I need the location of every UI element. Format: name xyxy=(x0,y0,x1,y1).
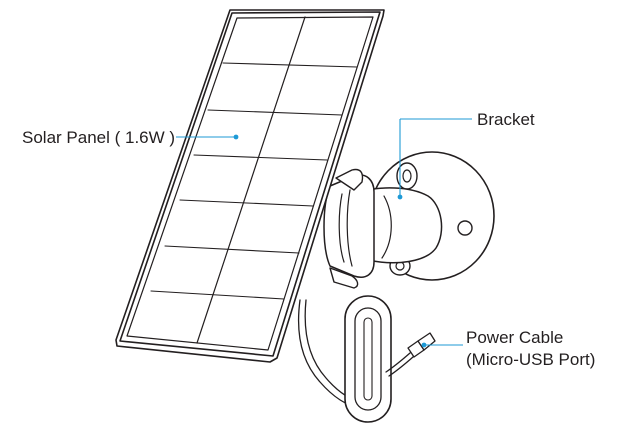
label-power-cable: Power Cable xyxy=(466,328,563,347)
bracket-mount xyxy=(323,151,495,289)
power-cable xyxy=(297,295,436,423)
label-bracket: Bracket xyxy=(477,110,535,129)
callout-power-cable xyxy=(421,342,463,348)
label-solar-panel: Solar Panel ( 1.6W ) xyxy=(22,128,175,147)
callout-bracket xyxy=(397,118,472,200)
callout-solar-panel xyxy=(176,134,239,140)
label-micro-usb-port: (Micro-USB Port) xyxy=(466,350,595,369)
solar-panel xyxy=(115,9,385,363)
